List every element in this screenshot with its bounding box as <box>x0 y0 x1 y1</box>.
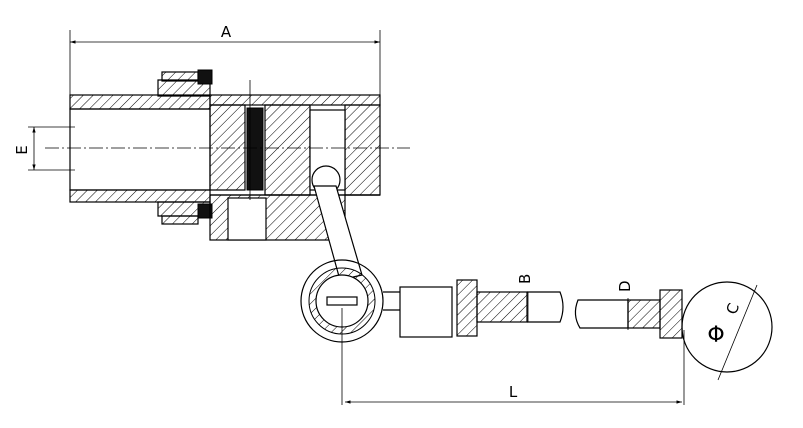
valve-body <box>45 69 410 241</box>
float-ball: Φ C <box>681 281 773 381</box>
float-diameter-label: C <box>723 301 744 317</box>
dimension-a-label: A <box>221 23 232 41</box>
dimension-l: L <box>341 308 685 405</box>
rod-right: D <box>574 280 683 339</box>
lever-arm <box>311 165 363 281</box>
dimension-b: B <box>516 274 534 322</box>
rod-connection <box>383 279 564 338</box>
dimension-b-label: B <box>516 274 534 284</box>
dimension-d-label: D <box>616 280 634 292</box>
dimension-e: E <box>13 126 75 171</box>
dimension-l-label: L <box>509 383 518 401</box>
dimension-a: A <box>69 23 381 95</box>
dimension-e-label: E <box>13 145 31 154</box>
float-diameter-symbol: Φ <box>707 323 724 348</box>
